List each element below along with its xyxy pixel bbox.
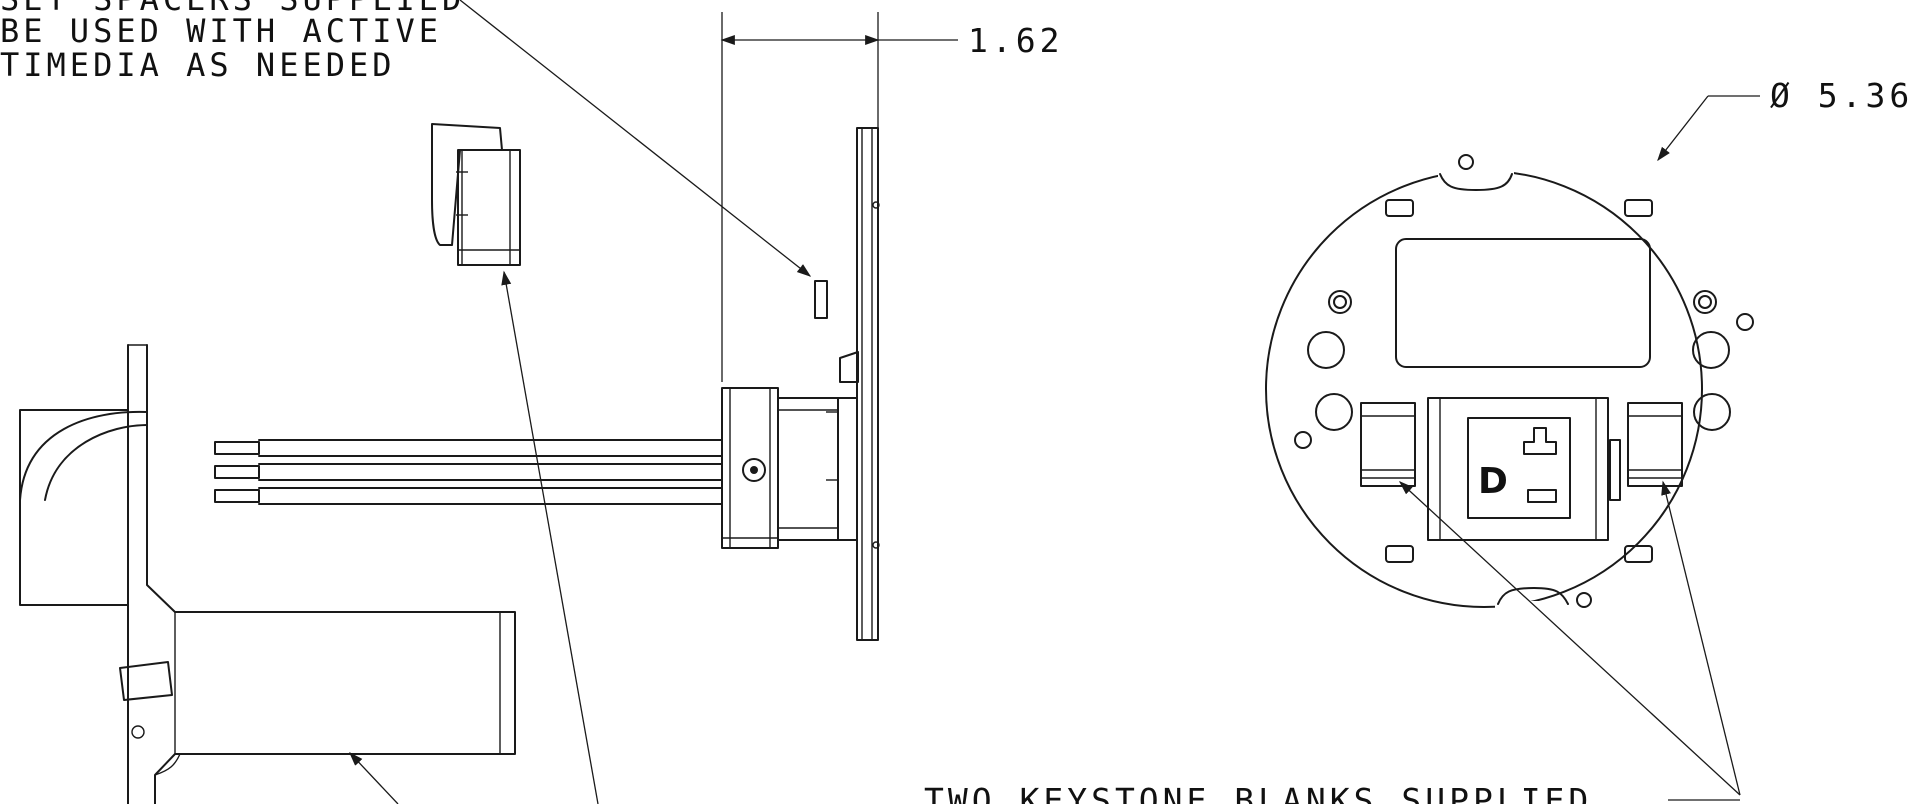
floor-box-housing-side	[19, 344, 516, 804]
cover-plate-side	[839, 127, 880, 641]
plate-outline	[1265, 170, 1703, 608]
neutral-slot	[1527, 489, 1557, 503]
outlet-letter: D	[1478, 461, 1508, 502]
spacers-note-line-2: BE USED WITH ACTIVE	[0, 12, 442, 50]
diameter-dimension-label: Ø 5.36	[1770, 76, 1910, 115]
keystone-leader-right	[1661, 480, 1741, 796]
pigtail-wires	[214, 439, 723, 505]
keystone-blank-right	[1609, 402, 1683, 501]
spacers-note: SET SPACERS SUPPLIED BE USED WITH ACTIVE…	[0, 0, 465, 84]
label-window	[1395, 238, 1651, 368]
depth-dimension: 1.62	[720, 12, 1063, 382]
screw-hole-top	[1458, 154, 1474, 170]
mounting-screw	[742, 458, 766, 482]
ground-slot	[1523, 427, 1557, 455]
receptacle-body-side	[721, 387, 858, 549]
spacer-leader-line	[501, 270, 599, 804]
housing-clip	[119, 661, 173, 701]
small-spacer-block	[814, 280, 828, 319]
keystone-blank-left	[1360, 402, 1416, 487]
round-plate-top-view: D	[1265, 154, 1754, 613]
duplex-outlet: D	[1427, 397, 1609, 541]
keystone-note: TWO KEYSTONE BLANKS SUPPLIED	[924, 781, 1592, 804]
housing-leader-line	[349, 751, 399, 804]
spacers-leader-line	[459, 0, 812, 277]
depth-dimension-label: 1.62	[968, 21, 1063, 60]
keystone-leader-left	[1398, 481, 1741, 796]
spacers-note-line-3: TIMEDIA AS NEEDED	[0, 46, 396, 84]
diameter-dimension: Ø 5.36	[1657, 76, 1910, 162]
spacers-note-line-1: SET SPACERS SUPPLIED	[0, 0, 465, 18]
keystone-spacer-part	[431, 123, 521, 266]
screw-hole-bottom	[1576, 592, 1592, 608]
